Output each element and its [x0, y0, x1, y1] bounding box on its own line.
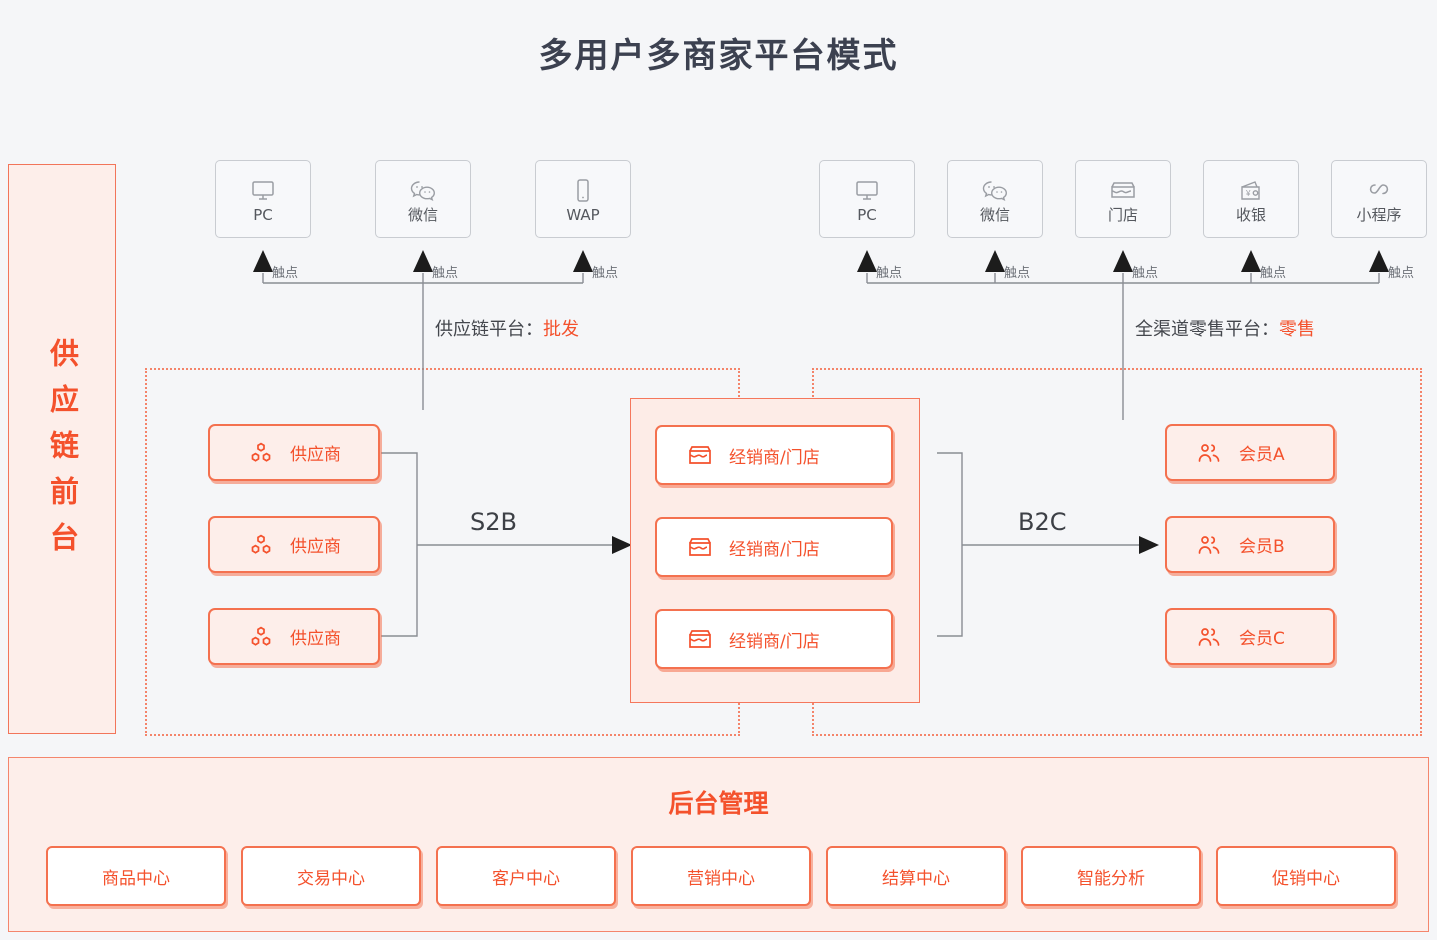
dealer-box-1[interactable]: 经销商/门店 [655, 425, 893, 485]
channel-card-pc-right[interactable]: PC [819, 160, 915, 238]
dealer-box-3[interactable]: 经销商/门店 [655, 609, 893, 669]
admin-card-marketing[interactable]: 营销中心 [631, 846, 811, 906]
member-label: 会员B [1239, 537, 1285, 557]
member-label: 会员A [1239, 445, 1285, 465]
supplier-box-3[interactable]: 供应商 [208, 608, 380, 665]
touchpoint-label: 触点 [1260, 266, 1287, 281]
admin-card-settlement[interactable]: 结算中心 [826, 846, 1006, 906]
svg-text:¥: ¥ [1245, 189, 1251, 198]
members-icon [1193, 534, 1227, 556]
supplier-label: 供应商 [290, 537, 341, 557]
member-label: 会员C [1239, 629, 1285, 649]
wechat-icon [981, 176, 1009, 206]
touchpoint-label: 触点 [1388, 266, 1415, 281]
channel-label: 小程序 [1356, 205, 1402, 224]
admin-title: 后台管理 [668, 789, 769, 818]
admin-card-transaction[interactable]: 交易中心 [241, 846, 421, 906]
channel-card-store[interactable]: 门店 [1075, 160, 1171, 238]
touchpoint-label: 触点 [272, 266, 299, 281]
member-box-c[interactable]: 会员C [1165, 608, 1335, 665]
channel-label: PC [857, 205, 877, 224]
dealer-label: 经销商/门店 [729, 631, 820, 652]
supplier-icon [244, 441, 278, 465]
channel-card-wechat-left[interactable]: 微信 [375, 160, 471, 238]
touchpoint-label: 触点 [1132, 266, 1159, 281]
dealer-box-2[interactable]: 经销商/门店 [655, 517, 893, 577]
member-box-b[interactable]: 会员B [1165, 516, 1335, 573]
admin-card-customer[interactable]: 客户中心 [436, 846, 616, 906]
channel-card-wap[interactable]: WAP [535, 160, 631, 238]
dealer-label: 经销商/门店 [729, 539, 820, 560]
monitor-icon [250, 176, 276, 206]
admin-card-product[interactable]: 商品中心 [46, 846, 226, 906]
supplier-label: 供应商 [290, 629, 341, 649]
channel-card-wechat-right[interactable]: 微信 [947, 160, 1043, 238]
members-icon [1193, 442, 1227, 464]
channel-label: WAP [566, 205, 600, 224]
supplier-label: 供应商 [290, 445, 341, 465]
monitor-icon [854, 176, 880, 206]
touchpoint-label: 触点 [1004, 266, 1031, 281]
mobile-icon [574, 176, 592, 206]
supplier-icon [244, 625, 278, 649]
miniprogram-icon [1366, 176, 1392, 206]
side-band-label: 供应链前台 [45, 338, 80, 568]
touchpoint-label: 触点 [592, 266, 619, 281]
platform-prefix: 供应链平台： [435, 319, 543, 340]
wechat-icon [409, 176, 437, 206]
admin-card-analytics[interactable]: 智能分析 [1021, 846, 1201, 906]
store-icon [683, 444, 717, 466]
platform-prefix: 全渠道零售平台： [1135, 319, 1279, 340]
touchpoint-label: 触点 [432, 266, 459, 281]
flow-label-b2c: B2C [1018, 508, 1067, 536]
flow-label-s2b: S2B [470, 508, 517, 536]
channel-label: 门店 [1107, 205, 1138, 224]
channel-label: PC [253, 205, 273, 224]
members-icon [1193, 626, 1227, 648]
dealer-label: 经销商/门店 [729, 447, 820, 468]
store-icon [683, 628, 717, 650]
supplier-box-1[interactable]: 供应商 [208, 424, 380, 481]
channel-label: 微信 [407, 205, 438, 224]
channel-card-cashier[interactable]: ¥ 收银 [1203, 160, 1299, 238]
channel-card-pc-left[interactable]: PC [215, 160, 311, 238]
supply-chain-frontend-band: 供应链前台 [8, 164, 116, 734]
supplier-box-2[interactable]: 供应商 [208, 516, 380, 573]
admin-panel: 后台管理 商品中心 交易中心 客户中心 营销中心 结算中心 智能分析 促销中心 [8, 757, 1429, 932]
supplier-icon [244, 533, 278, 557]
platform-value: 零售 [1279, 319, 1315, 340]
page-title: 多用户多商家平台模式 [538, 36, 899, 76]
member-box-a[interactable]: 会员A [1165, 424, 1335, 481]
admin-card-row: 商品中心 交易中心 客户中心 营销中心 结算中心 智能分析 促销中心 [46, 846, 1396, 906]
channel-label: 微信 [979, 205, 1010, 224]
store-icon [683, 536, 717, 558]
channel-label: 收银 [1235, 205, 1266, 224]
platform-caption-wholesale: 供应链平台：批发 [435, 315, 579, 341]
cashier-icon: ¥ [1237, 176, 1265, 206]
channel-card-miniprogram[interactable]: 小程序 [1331, 160, 1427, 238]
admin-card-promotion[interactable]: 促销中心 [1216, 846, 1396, 906]
platform-caption-retail: 全渠道零售平台：零售 [1135, 315, 1315, 341]
store-icon [1109, 176, 1137, 206]
touchpoint-label: 触点 [876, 266, 903, 281]
platform-value: 批发 [543, 319, 579, 340]
